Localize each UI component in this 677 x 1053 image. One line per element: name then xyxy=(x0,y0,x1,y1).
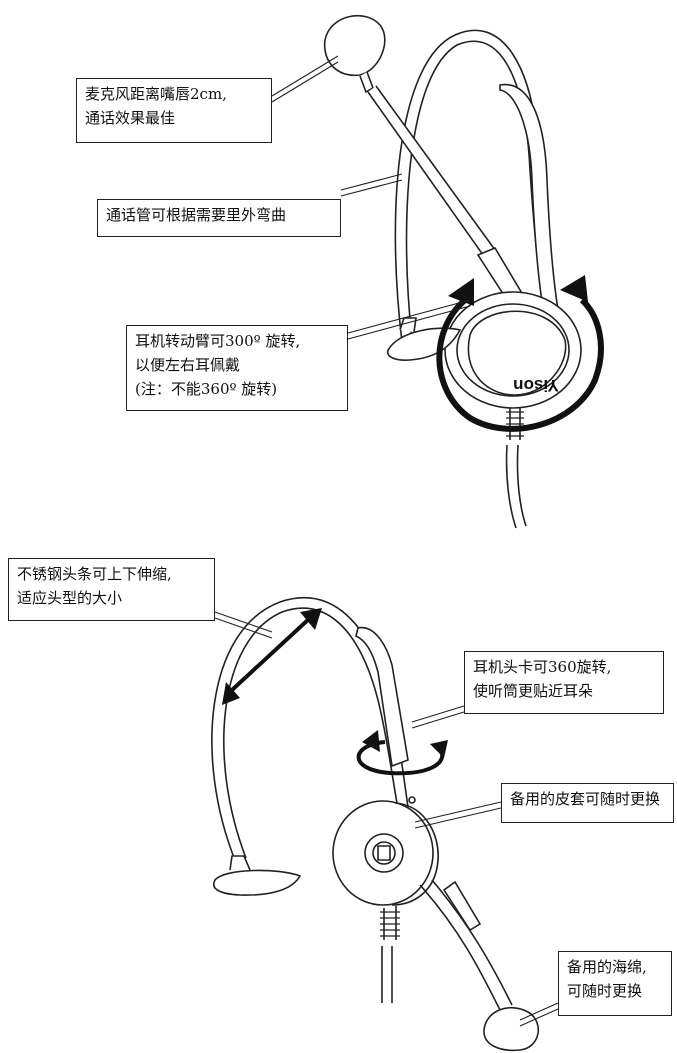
callout-headband: 不锈钢头条可上下伸缩, 适应头型的大小 xyxy=(8,558,215,621)
callout-sponge-line2: 可随时更换 xyxy=(567,982,643,1000)
callout-clip-rotate: 耳机头卡可360旋转, 使听筒更贴近耳朵 xyxy=(464,651,664,714)
bottom-mic-foam xyxy=(483,1006,540,1052)
top-earcup xyxy=(444,291,582,409)
callout-mic-distance-line2: 通话效果最佳 xyxy=(85,109,176,127)
callout-rotate-arm-line1: 耳机转动臂可300º 旋转, xyxy=(135,332,301,350)
callout-clip-rotate-line1: 耳机头卡可360旋转, xyxy=(473,658,612,676)
callout-clip-rotate-line2: 使听筒更贴近耳朵 xyxy=(473,682,594,700)
callout-rotate-arm-line2: 以便左右耳佩戴 xyxy=(135,356,241,374)
top-rotation-arrows xyxy=(436,297,604,432)
callout-headband-line2: 适应头型的大小 xyxy=(17,589,123,607)
top-leader-lines xyxy=(271,55,471,340)
bottom-arrows xyxy=(230,616,444,776)
callout-leather-cover: 备用的皮套可随时更换 xyxy=(501,783,674,823)
callout-mic-distance-line1: 麦克风距离嘴唇2cm, xyxy=(85,85,227,103)
bottom-boom-arm xyxy=(419,879,513,1011)
arrowhead-right xyxy=(560,275,588,302)
bottom-temple-pad xyxy=(213,869,302,896)
callout-boom-bend: 通话管可根据需要里外弯曲 xyxy=(97,199,341,237)
callout-mic-distance: 麦克风距离嘴唇2cm, 通话效果最佳 xyxy=(76,78,272,143)
top-logo: Yison xyxy=(513,376,559,395)
callout-headband-line1: 不锈钢头条可上下伸缩, xyxy=(17,565,172,583)
top-headset: Yison xyxy=(323,14,582,529)
top-mic-foam xyxy=(323,14,386,77)
headband-arrow-bottom xyxy=(222,682,240,705)
callout-sponge-line1: 备用的海绵, xyxy=(567,958,647,976)
arrowhead-left xyxy=(448,278,474,306)
callout-rotate-arm: 耳机转动臂可300º 旋转, 以便左右耳佩戴 (注：不能360º 旋转) xyxy=(126,325,348,411)
callout-sponge: 备用的海绵, 可随时更换 xyxy=(558,951,672,1016)
headband-arrow-top xyxy=(300,608,322,630)
bottom-cord xyxy=(381,906,397,1003)
callout-leather-cover-line1: 备用的皮套可随时更换 xyxy=(510,790,661,808)
top-boom-arm xyxy=(367,85,500,264)
callout-rotate-arm-line3: (注：不能360º 旋转) xyxy=(135,380,278,398)
bottom-leader-lines xyxy=(214,611,559,1027)
clip-rotate-arrow xyxy=(362,730,380,752)
callout-boom-bend-line1: 通话管可根据需要里外弯曲 xyxy=(106,206,287,224)
bottom-earcup xyxy=(332,800,434,906)
